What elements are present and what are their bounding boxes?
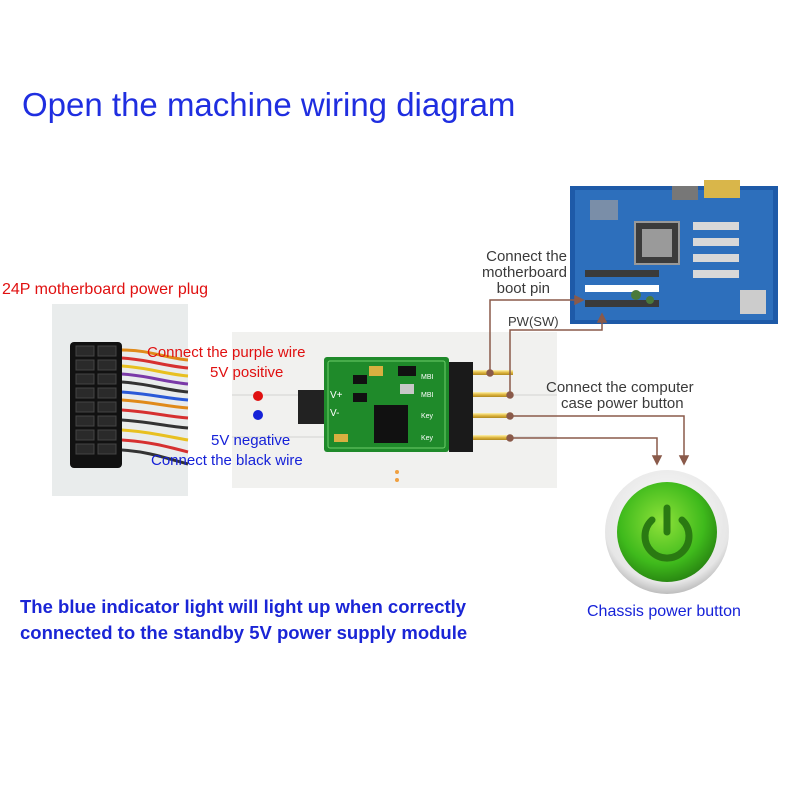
- mb-label-line3: boot pin: [496, 280, 550, 297]
- indicator-note-line1: The blue indicator light will light up w…: [20, 596, 467, 617]
- pin-label-2: MBI: [421, 392, 434, 399]
- pin-label-4: Key: [421, 435, 434, 442]
- chassis-button-caption: Chassis power button: [587, 603, 741, 620]
- vplus-label: V+: [330, 390, 343, 401]
- indicator-note-line2: connected to the standby 5V power supply…: [20, 622, 468, 643]
- vminus-label: V-: [330, 408, 339, 419]
- power-icon: [641, 504, 693, 562]
- pin-label-3: Key: [421, 413, 434, 420]
- standby-module: V+ V- MBI MBI Key Key: [298, 357, 513, 482]
- page-title: Open the machine wiring diagram: [22, 86, 516, 123]
- atx-plug-image: [52, 304, 189, 496]
- plug-label: 24P motherboard power plug: [2, 281, 209, 298]
- mb-label-line1: Connect the: [486, 248, 567, 265]
- case-button-label-line2: case power button: [561, 395, 684, 412]
- positive-label: 5V positive: [210, 364, 284, 381]
- black-wire-label: Connect the black wire: [151, 452, 303, 469]
- negative-dot: [253, 410, 263, 420]
- connection-wires: [486, 294, 690, 466]
- purple-wire-label: Connect the purple wire: [147, 344, 306, 361]
- negative-label: 5V negative: [211, 432, 291, 449]
- pw-sw-label: PW(SW): [508, 314, 559, 329]
- indicator-note: The blue indicator light will light up w…: [20, 594, 467, 646]
- motherboard-image: [570, 180, 778, 324]
- positive-dot: [253, 391, 263, 401]
- case-button-label-line1: Connect the computer: [546, 379, 694, 396]
- pin-label-1: MBI: [421, 374, 434, 381]
- mb-label-line2: motherboard: [481, 264, 567, 281]
- chassis-power-button: [605, 470, 729, 594]
